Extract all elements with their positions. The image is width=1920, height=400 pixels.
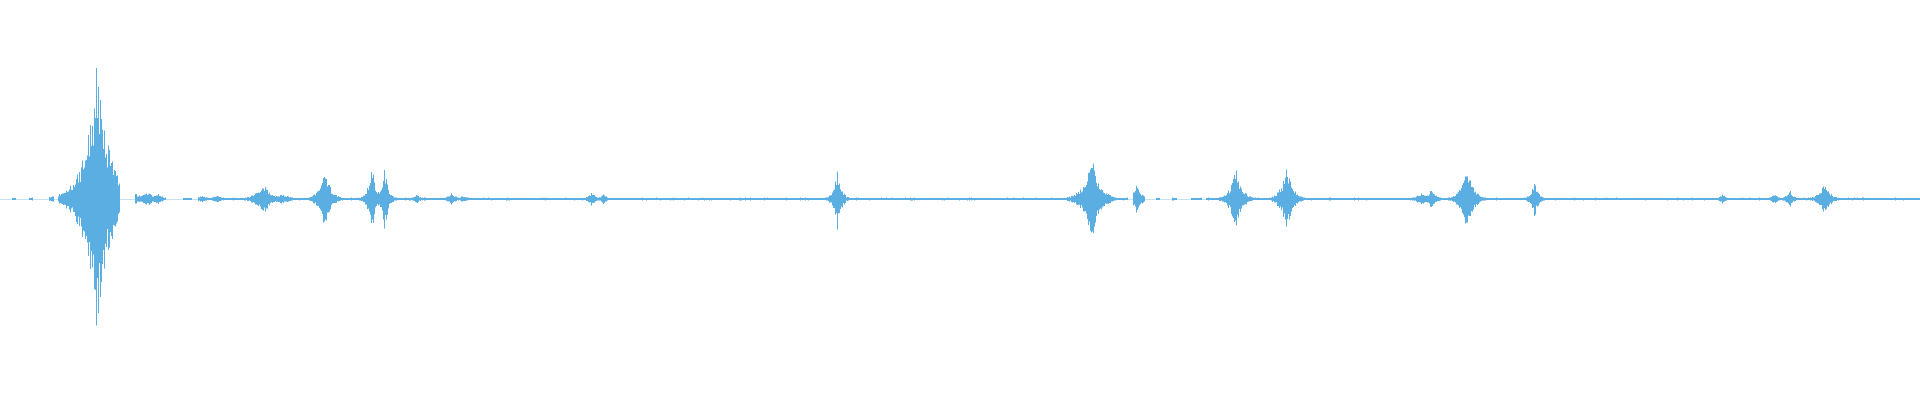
waveform-samples — [12, 68, 1920, 326]
waveform-path — [12, 68, 1920, 326]
